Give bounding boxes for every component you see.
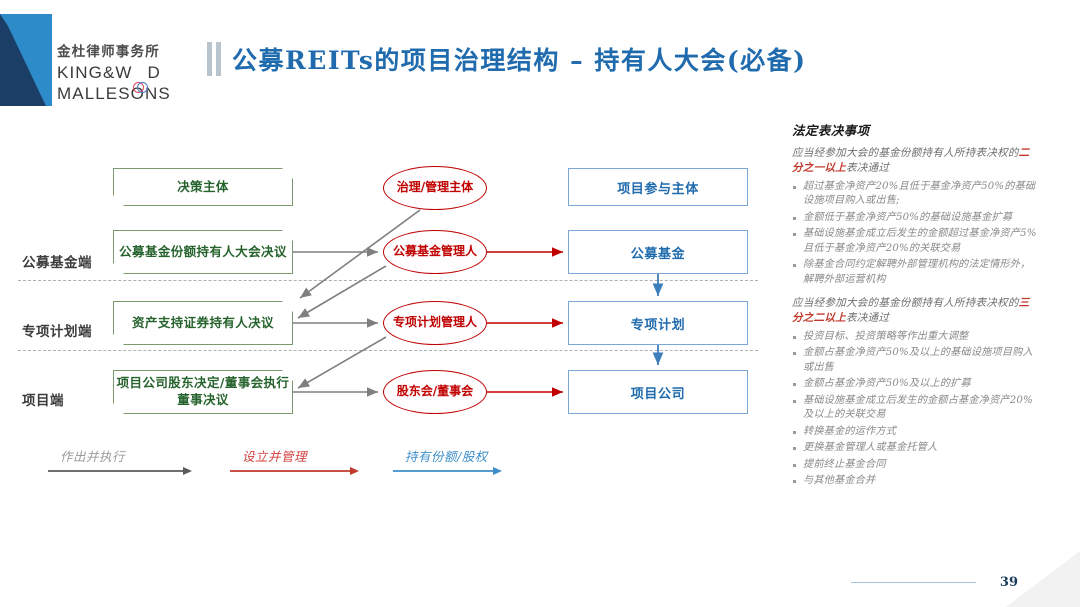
voting-items-half: 超过基金净资产20%且低于基金净资产50%的基础设施项目购入或出售; 金额低于基…	[792, 180, 1038, 287]
governance-node-fund: 公募基金管理人	[383, 230, 487, 274]
list-item: 金额占基金净资产50%及以上的基础设施项目购入或出售	[792, 346, 1038, 375]
brand-en-prefix: KING&W	[57, 63, 133, 82]
legend-label-hold: 持有份额/股权	[405, 449, 488, 464]
list-item: 金额占基金净资产50%及以上的扩募	[792, 377, 1038, 391]
list-item: 与其他基金合并	[792, 474, 1038, 488]
legend-arrow-red	[230, 467, 359, 475]
decision-box-abs: 资产支持证券持有人决议	[113, 301, 293, 345]
panel-title: 法定表决事项	[792, 123, 870, 138]
governance-diagram: 公募基金端 专项计划端 项目端 决策主体	[0, 118, 790, 548]
voting-threshold-half: 应当经参加大会的基金份额持有人所持表决权的二分之一以上表决通过	[792, 146, 1038, 177]
threshold-text-post: 表决通过	[845, 312, 890, 325]
list-item: 提前终止基金合同	[792, 458, 1038, 472]
threshold-text-pre: 应当经参加大会的基金份额持有人所持表决权的	[792, 297, 1019, 310]
statutory-voting-panel: 法定表决事项 应当经参加大会的基金份额持有人所持表决权的二分之一以上表决通过 超…	[792, 120, 1038, 530]
kwm-logo-text: 金杜律师事务所 KING&W D MALLESONS	[57, 40, 187, 104]
voting-threshold-twothirds: 应当经参加大会的基金份额持有人所持表决权的三分之二以上表决通过	[792, 296, 1038, 327]
legend-item-execute: 作出并执行	[48, 446, 223, 475]
list-item: 基础设施基金成立后发生的金额占基金净资产20%及以上的关联交易	[792, 394, 1038, 423]
legend-item-hold: 持有份额/股权	[393, 446, 568, 475]
decision-box-fund: 公募基金份额持有人大会决议	[113, 230, 293, 274]
list-item: 金额低于基金净资产50%的基础设施基金扩募	[792, 211, 1038, 225]
participant-box-project: 项目公司	[568, 370, 748, 414]
threshold-text-post: 表决通过	[845, 162, 890, 175]
page-title: 公募REITs的项目治理结构 – 持有人大会(必备)	[232, 46, 807, 75]
legend-label-execute: 作出并执行	[60, 449, 126, 464]
row-label-abs: 专项计划端	[22, 324, 92, 340]
list-item: 除基金合同约定解聘外部管理机构的法定情形外，解聘外部运营机构	[792, 258, 1038, 287]
threshold-highlight: 三分之二以上	[792, 297, 1030, 325]
voting-items-twothirds: 投资目标、投资策略等作出重大调整 金额占基金净资产50%及以上的基础设施项目购入…	[792, 330, 1038, 489]
diagram-legend: 作出并执行 设立并管理 持有份额/股权	[0, 446, 790, 506]
legend-arrow-gray	[48, 467, 192, 475]
brand-name-cn: 金杜律师事务所	[57, 44, 160, 60]
voting-section-twothirds: 应当经参加大会的基金份额持有人所持表决权的三分之二以上表决通过 投资目标、投资策…	[792, 296, 1038, 489]
footer-divider	[851, 582, 976, 583]
title-accent-bars	[207, 42, 224, 76]
footer-wedge-decoration	[960, 551, 1080, 607]
governance-node-project: 股东会/董事会	[383, 370, 487, 414]
column-header-decision: 决策主体	[113, 168, 293, 206]
legend-label-establish: 设立并管理	[242, 449, 308, 464]
governance-node-abs: 专项计划管理人	[383, 301, 487, 345]
band-separator-1	[18, 280, 758, 281]
page-number: 39	[999, 575, 1018, 590]
list-item: 基础设施基金成立后发生的金额超过基金净资产5%且低于基金净资产20%的关联交易	[792, 227, 1038, 256]
legend-item-establish: 设立并管理	[230, 446, 405, 475]
list-item: 投资目标、投资策略等作出重大调整	[792, 330, 1038, 344]
column-header-governance: 治理/管理主体	[383, 166, 487, 210]
list-item: 超过基金净资产20%且低于基金净资产50%的基础设施项目购入或出售;	[792, 180, 1038, 209]
brand-en-suffix: D	[147, 63, 161, 82]
arrow-layer	[293, 209, 664, 397]
slide-footer: 39	[0, 551, 1080, 607]
row-label-project: 项目端	[22, 393, 64, 409]
legend-arrow-blue	[393, 467, 502, 475]
threshold-highlight: 二分之一以上	[792, 147, 1030, 175]
participant-box-abs: 专项计划	[568, 301, 748, 345]
brand-name-en-line1: KING&W D	[57, 63, 187, 93]
slide-header: 金杜律师事务所 KING&W D MALLESONS 公募REITs的项目治理结构…	[0, 0, 1080, 118]
band-separator-2	[18, 350, 758, 351]
list-item: 转换基金的运作方式	[792, 425, 1038, 439]
voting-section-half: 应当经参加大会的基金份额持有人所持表决权的二分之一以上表决通过 超过基金净资产2…	[792, 146, 1038, 287]
column-header-participant: 项目参与主体	[568, 168, 748, 206]
brand-name-en-line2: MALLESONS	[57, 83, 171, 103]
kwm-logo-mark	[0, 14, 52, 106]
list-item: 更换基金管理人或基金托管人	[792, 441, 1038, 455]
threshold-text-pre: 应当经参加大会的基金份额持有人所持表决权的	[792, 147, 1019, 159]
decision-box-project: 项目公司股东决定/董事会执行董事决议	[113, 370, 293, 414]
row-label-fund: 公募基金端	[22, 255, 92, 271]
participant-box-fund: 公募基金	[568, 230, 748, 274]
